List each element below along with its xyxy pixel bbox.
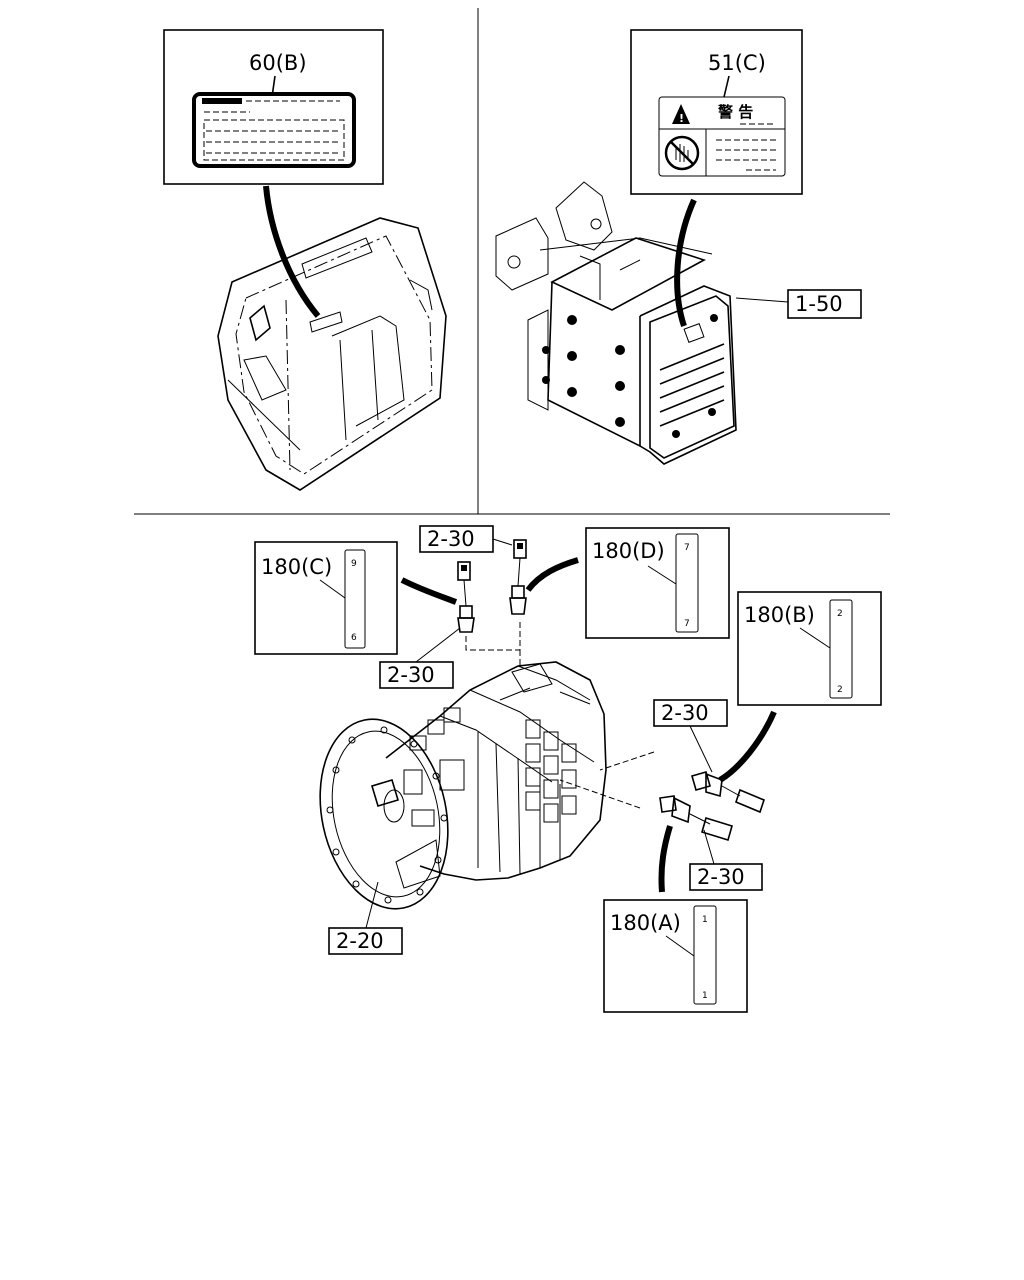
svg-text:7: 7 — [684, 619, 690, 629]
cab-outline — [217, 217, 447, 491]
svg-text:7: 7 — [684, 543, 690, 553]
switch-d — [509, 539, 527, 615]
ref-2-30-left: 2-30 — [379, 661, 454, 689]
svg-text:180(C): 180(C) — [261, 555, 332, 579]
svg-text:1-50: 1-50 — [795, 292, 843, 316]
leader-180d — [525, 557, 579, 592]
label-60b-text: 60(B) — [249, 51, 307, 75]
switch-b — [691, 771, 765, 814]
leader-180a — [658, 825, 673, 893]
svg-text:2-20: 2-20 — [336, 929, 384, 953]
svg-text:2-30: 2-30 — [427, 527, 475, 551]
svg-text:2-30: 2-30 — [661, 701, 709, 725]
panel-label-60b: 60(B) — [163, 29, 384, 185]
svg-text:180(A): 180(A) — [610, 911, 681, 935]
leader-180c — [400, 577, 458, 605]
panel-label-180a: 180(A) 1 1 — [603, 899, 748, 1013]
leader-51c — [674, 198, 697, 327]
svg-text:6: 6 — [351, 633, 357, 643]
svg-text:180(D): 180(D) — [592, 539, 665, 563]
switch-a — [659, 795, 733, 842]
leader-60b — [263, 185, 321, 318]
panel-label-180d: 180(D) 7 7 — [585, 527, 730, 639]
battery-box — [495, 181, 737, 465]
panel-label-51c: 51(C) ! 警 告 — [630, 29, 803, 195]
svg-text:2: 2 — [837, 685, 843, 695]
label-51c-text: 51(C) — [708, 51, 766, 75]
panel-label-180b: 180(B) 2 2 — [737, 591, 882, 706]
svg-text:2-30: 2-30 — [387, 663, 435, 687]
svg-text:1: 1 — [702, 915, 708, 925]
svg-text:1: 1 — [702, 991, 708, 1001]
svg-text:2-30: 2-30 — [697, 865, 745, 889]
switch-c — [457, 561, 475, 633]
ref-2-20: 2-20 — [328, 927, 403, 955]
leader-180b — [718, 710, 777, 783]
leader-1-50 — [735, 297, 789, 303]
warning-title: 警 告 — [717, 103, 753, 121]
svg-text:!: ! — [679, 112, 684, 125]
panel-label-180c: 180(C) 9 6 — [254, 541, 398, 655]
svg-text:2: 2 — [837, 609, 843, 619]
ref-2-30-top: 2-30 — [419, 525, 494, 553]
svg-text:180(B): 180(B) — [744, 603, 815, 627]
ref-2-30-right-upper: 2-30 — [653, 699, 728, 727]
ref-2-30-right-lower: 2-30 — [689, 863, 763, 891]
transmission — [319, 661, 607, 910]
svg-text:9: 9 — [351, 559, 357, 569]
ref-1-50: 1-50 — [787, 289, 862, 319]
